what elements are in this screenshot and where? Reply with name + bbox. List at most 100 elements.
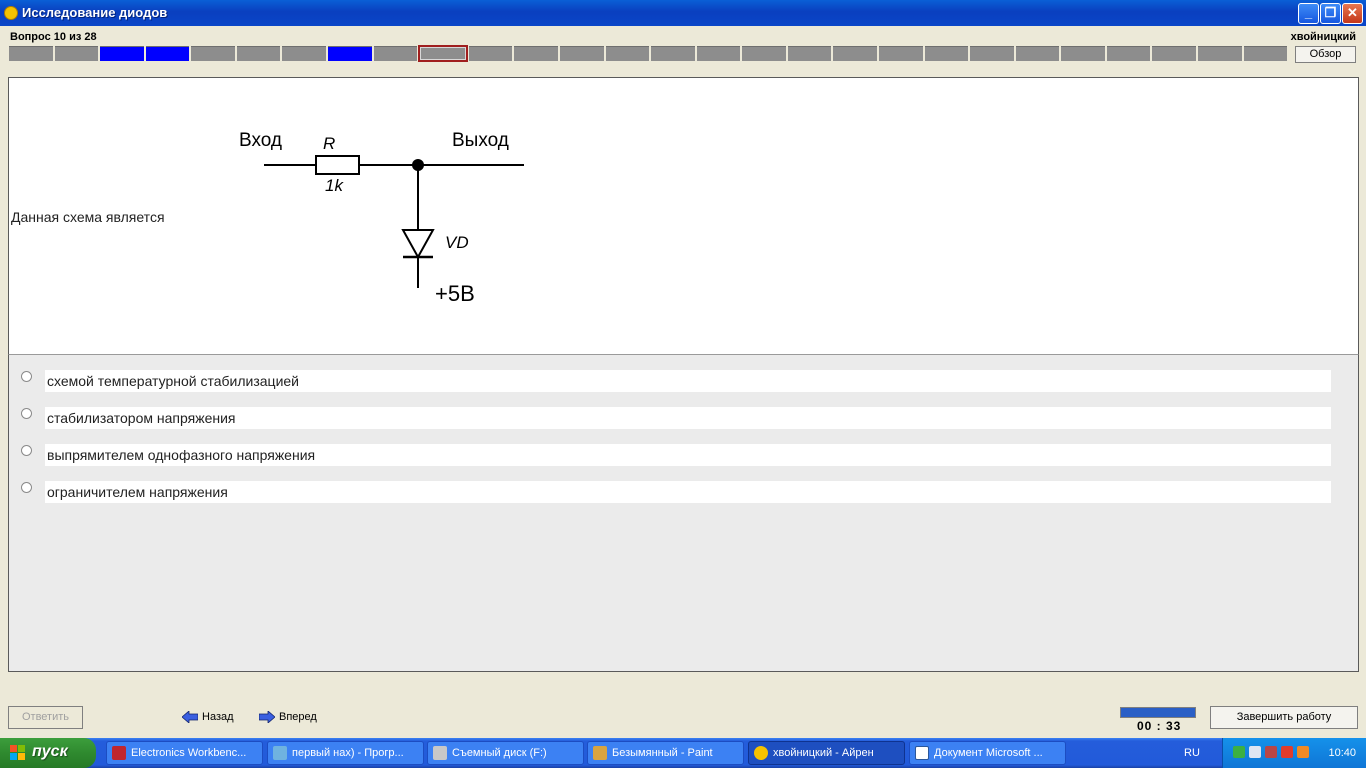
task-label: Съемный диск (F:) bbox=[452, 747, 547, 759]
progress-segment-7[interactable] bbox=[282, 46, 327, 61]
answer-option[interactable]: схемой температурной стабилизацией bbox=[9, 370, 1349, 392]
resistor-label: R bbox=[323, 134, 335, 153]
notification-icon[interactable] bbox=[1297, 746, 1309, 758]
task-label: хвойницкий - Айрен bbox=[773, 747, 874, 759]
right-arrow-icon bbox=[259, 711, 275, 723]
workbench-icon bbox=[112, 746, 126, 760]
progress-segment-19[interactable] bbox=[833, 46, 877, 61]
answer-label[interactable]: выпрямителем однофазного напряжения bbox=[45, 444, 1331, 466]
progress-segment-12[interactable] bbox=[514, 46, 558, 61]
forward-label: Вперед bbox=[279, 711, 317, 723]
progress-segment-9[interactable] bbox=[373, 46, 418, 61]
timer-text: 00 : 33 bbox=[1137, 719, 1182, 733]
progress-segment-20[interactable] bbox=[878, 46, 923, 61]
progress-segment-10[interactable] bbox=[418, 45, 468, 62]
progress-segment-2[interactable] bbox=[54, 46, 99, 61]
answer-label[interactable]: схемой температурной стабилизацией bbox=[45, 370, 1331, 392]
back-button[interactable]: Назад bbox=[182, 711, 234, 723]
progress-segment-5[interactable] bbox=[191, 46, 235, 61]
forward-button[interactable]: Вперед bbox=[259, 711, 317, 723]
progress-segment-25[interactable] bbox=[1106, 46, 1151, 61]
task-label: Документ Microsoft ... bbox=[934, 747, 1043, 759]
language-indicator[interactable]: RU bbox=[1184, 747, 1200, 759]
app-icon bbox=[754, 746, 768, 760]
antivirus-icon[interactable] bbox=[1265, 746, 1277, 758]
question-panel: Данная схема является Вход Выход R 1k VD… bbox=[8, 77, 1359, 354]
radio-button[interactable] bbox=[21, 371, 32, 382]
answers-panel: схемой температурной стабилизацией стаби… bbox=[8, 354, 1359, 672]
title-bar: Исследование диодов _ ❐ ✕ bbox=[0, 0, 1366, 26]
app-icon bbox=[4, 6, 18, 20]
answer-label[interactable]: ограничителем напряжения bbox=[45, 481, 1331, 503]
question-progress-bar bbox=[9, 45, 1288, 62]
timer-progress bbox=[1120, 707, 1196, 718]
question-text: Данная схема является bbox=[11, 209, 165, 225]
answer-option[interactable]: ограничителем напряжения bbox=[9, 481, 1349, 503]
overview-button[interactable]: Обзор bbox=[1295, 46, 1356, 63]
answer-button[interactable]: Ответить bbox=[8, 706, 83, 729]
input-label: Вход bbox=[239, 130, 282, 151]
radio-button[interactable] bbox=[21, 445, 32, 456]
timer-fill bbox=[1121, 708, 1195, 717]
close-button[interactable]: ✕ bbox=[1342, 3, 1363, 24]
taskbar: пуск Electronics Workbenc... первый нах)… bbox=[0, 738, 1366, 768]
progress-segment-17[interactable] bbox=[742, 46, 786, 61]
progress-segment-14[interactable] bbox=[605, 46, 650, 61]
question-counter: Вопрос 10 из 28 bbox=[10, 31, 97, 43]
answer-option[interactable]: выпрямителем однофазного напряжения bbox=[9, 444, 1349, 466]
output-label: Выход bbox=[452, 130, 509, 151]
start-button[interactable]: пуск bbox=[0, 738, 96, 768]
progress-segment-18[interactable] bbox=[787, 46, 832, 61]
radio-button[interactable] bbox=[21, 482, 32, 493]
system-tray: 10:40 bbox=[1222, 738, 1366, 768]
progress-segment-24[interactable] bbox=[1061, 46, 1105, 61]
resistor-symbol bbox=[315, 155, 360, 175]
task-workbench[interactable]: Electronics Workbenc... bbox=[106, 741, 263, 765]
resistor-value: 1k bbox=[325, 176, 344, 195]
windows-logo-icon bbox=[10, 745, 26, 761]
task-label: Безымянный - Paint bbox=[612, 747, 713, 759]
window-title: Исследование диодов bbox=[22, 5, 168, 20]
progress-segment-8[interactable] bbox=[328, 46, 372, 61]
progress-segment-3[interactable] bbox=[100, 46, 144, 61]
progress-segment-15[interactable] bbox=[651, 46, 695, 61]
start-label: пуск bbox=[32, 743, 68, 760]
progress-segment-23[interactable] bbox=[1015, 46, 1060, 61]
task-test-app[interactable]: хвойницкий - Айрен bbox=[748, 741, 905, 765]
network-icon[interactable] bbox=[1233, 746, 1245, 758]
diode-triangle bbox=[401, 229, 435, 260]
answer-label[interactable]: стабилизатором напряжения bbox=[45, 407, 1331, 429]
restore-button[interactable]: ❐ bbox=[1320, 3, 1341, 24]
paint-icon bbox=[593, 746, 607, 760]
task-image-viewer[interactable]: первый нах) - Прогр... bbox=[267, 741, 424, 765]
minimize-button[interactable]: _ bbox=[1298, 3, 1319, 24]
task-word[interactable]: Документ Microsoft ... bbox=[909, 741, 1066, 765]
task-label: Electronics Workbenc... bbox=[131, 747, 247, 759]
task-label: первый нах) - Прогр... bbox=[292, 747, 404, 759]
progress-segment-22[interactable] bbox=[970, 46, 1014, 61]
clock: 10:40 bbox=[1328, 747, 1356, 759]
progress-segment-11[interactable] bbox=[468, 46, 513, 61]
progress-segment-21[interactable] bbox=[924, 46, 969, 61]
progress-segment-4[interactable] bbox=[145, 46, 190, 61]
circuit-diagram: Вход Выход R 1k VD +5В bbox=[239, 130, 524, 306]
user-name: хвойницкий bbox=[1290, 31, 1356, 43]
back-label: Назад bbox=[202, 711, 234, 723]
left-arrow-icon bbox=[182, 711, 198, 723]
monitor-icon[interactable] bbox=[1249, 746, 1261, 758]
progress-segment-13[interactable] bbox=[559, 46, 604, 61]
task-removable-drive[interactable]: Съемный диск (F:) bbox=[427, 741, 584, 765]
task-paint[interactable]: Безымянный - Paint bbox=[587, 741, 744, 765]
answer-option[interactable]: стабилизатором напряжения bbox=[9, 407, 1349, 429]
security-icon[interactable] bbox=[1281, 746, 1293, 758]
radio-button[interactable] bbox=[21, 408, 32, 419]
progress-segment-1[interactable] bbox=[9, 46, 53, 61]
progress-segment-6[interactable] bbox=[236, 46, 281, 61]
progress-segment-16[interactable] bbox=[696, 46, 741, 61]
progress-segment-26[interactable] bbox=[1152, 46, 1197, 61]
finish-button[interactable]: Завершить работу bbox=[1210, 706, 1358, 729]
image-viewer-icon bbox=[273, 746, 287, 760]
progress-segment-27[interactable] bbox=[1198, 46, 1242, 61]
drive-icon bbox=[433, 746, 447, 760]
progress-segment-28[interactable] bbox=[1243, 46, 1288, 61]
